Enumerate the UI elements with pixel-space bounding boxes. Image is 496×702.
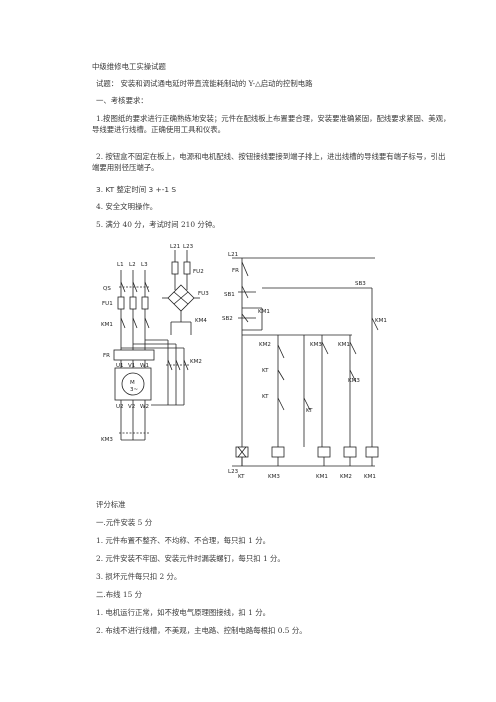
label-u1: U1 xyxy=(116,363,124,369)
label-fr-main: FR xyxy=(103,353,110,359)
label-km1-main: KM1 xyxy=(101,322,113,328)
requirement-1: 1.按图纸的要求进行正确熟练地安装；元件在配线板上布置要合理，安装要准确紧固，配… xyxy=(92,114,451,134)
label-kt-b: KT xyxy=(262,394,269,400)
label-l23-main: L23 xyxy=(183,244,194,250)
label-fr-ctrl: FR xyxy=(232,268,239,274)
requirement-4: 4. 安全文明操作。 xyxy=(96,202,158,211)
score-item-1-2: 2. 元件安装不牢固、安装元件时漏装螺钉，每只扣 1 分。 xyxy=(96,554,285,563)
label-v2: V2 xyxy=(128,404,135,410)
label-l2: L2 xyxy=(129,262,136,268)
label-sb3: SB3 xyxy=(355,281,366,287)
score-section-2-title: 二.布线 15 分 xyxy=(96,590,143,599)
label-km4: KM4 xyxy=(195,318,207,324)
coil-label-km2: KM2 xyxy=(340,474,352,480)
label-v1: V1 xyxy=(128,363,135,369)
doc-heading: 中级维修电工实操试题 xyxy=(92,62,166,71)
score-item-2-2: 2. 布线不进行线槽，不美观，主电路、控制电路每根扣 0.5 分。 xyxy=(96,626,307,635)
coil-label-km1: KM1 xyxy=(316,474,328,480)
label-fu2: FU2 xyxy=(193,269,204,275)
label-fu3: FU3 xyxy=(198,291,209,297)
requirement-5: 5. 满分 40 分，考试时间 210 分钟。 xyxy=(96,220,220,229)
coil-label-kt: KT xyxy=(238,474,245,480)
label-l21-main: L21 xyxy=(170,244,180,250)
label-w2: W2 xyxy=(140,404,149,410)
label-l3: L3 xyxy=(141,262,148,268)
label-km2-ctrl: KM2 xyxy=(259,342,271,348)
label-qs: QS xyxy=(103,286,111,292)
label-kt-a: KT xyxy=(262,368,269,374)
label-km3-main: KM3 xyxy=(101,437,113,443)
coil-label-km3: KM3 xyxy=(268,474,280,480)
score-section-1-title: 一.元件安装 5 分 xyxy=(96,518,153,527)
label-km3-ctrl-a: KM3 xyxy=(310,342,322,348)
label-km1-seal: KM1 xyxy=(258,309,270,315)
section-requirements-title: 一、考核要求： xyxy=(96,96,148,105)
label-l21-ctrl: L21 xyxy=(228,252,238,258)
label-l1: L1 xyxy=(117,262,124,268)
label-fu1: FU1 xyxy=(102,301,113,307)
label-km1-ctrl-b: KM1 xyxy=(338,342,350,348)
requirement-2: 2. 按钮盒不固定在板上，电源和电机配线、按钮接线要接到端子排上，进出线槽的导线… xyxy=(92,152,446,172)
label-kt-c: KT xyxy=(306,408,313,414)
exam-subject: 试题： 安装和调试通电延时带直流能耗制动的 Y-△启动的控制电路 xyxy=(96,79,313,88)
label-l23-ctrl: L23 xyxy=(228,469,239,475)
label-u2: U2 xyxy=(116,404,124,410)
label-sb1: SB1 xyxy=(224,292,235,298)
label-km2-main: KM2 xyxy=(190,359,202,365)
score-item-1-3: 3. 损坏元件每只扣 2 分。 xyxy=(96,572,182,581)
coil-label-km1b: KM1 xyxy=(364,474,376,480)
score-item-1-1: 1. 元件布置不整齐、不均称、不合理，每只扣 1 分。 xyxy=(96,536,271,545)
label-w1: W1 xyxy=(140,363,149,369)
scoring-title: 评分标准 xyxy=(96,500,126,509)
label-km3-ctrl-b: KM3 xyxy=(348,378,360,384)
label-motor: M xyxy=(130,380,135,386)
score-item-2-1: 1. 电机运行正常，如不按电气原理图接线，扣 1 分。 xyxy=(96,608,271,617)
label-sb2: SB2 xyxy=(222,316,233,322)
label-km1-brake: KM1 xyxy=(375,318,387,324)
requirement-3: 3. KT 整定时间 3 +-1 S xyxy=(96,185,177,194)
label-motor-sub: 3~ xyxy=(130,387,138,393)
